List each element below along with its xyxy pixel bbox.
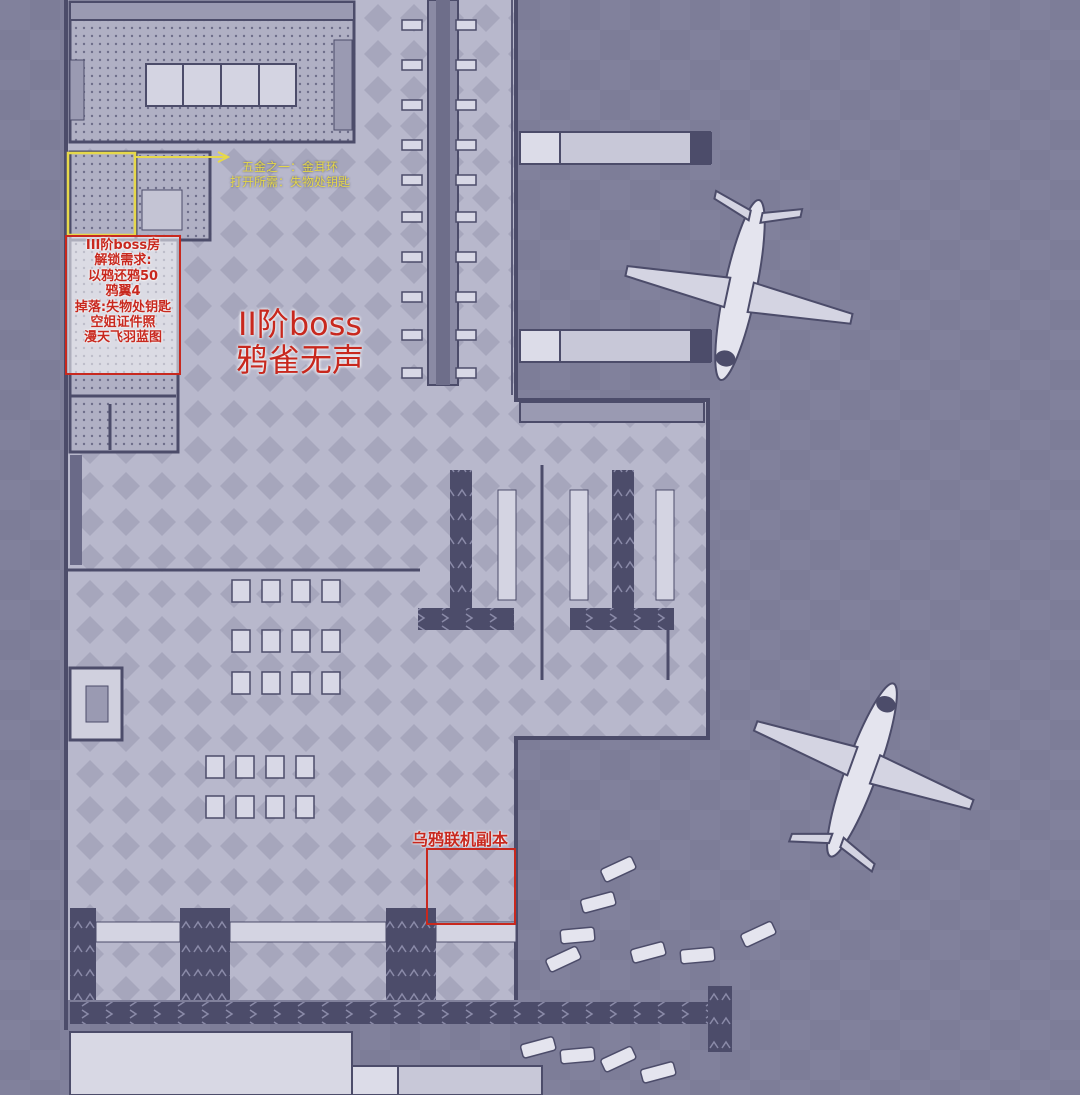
seat: [205, 755, 225, 779]
crow-coop-dungeon-label: 乌鸦联机副本: [412, 830, 509, 849]
luggage: [519, 1036, 557, 1059]
seat: [295, 795, 315, 819]
luggage: [629, 941, 667, 964]
seat: [261, 671, 281, 695]
seat: [401, 19, 423, 31]
boss3-line: 掉落:失物处钥匙: [74, 299, 172, 315]
seat: [455, 59, 477, 71]
luggage: [579, 891, 617, 914]
seat: [455, 367, 477, 379]
luggage: [559, 1046, 596, 1065]
seat: [455, 329, 477, 341]
seat: [401, 174, 423, 186]
boss2-line1: II阶boss: [237, 305, 363, 343]
seat: [455, 174, 477, 186]
luggage: [600, 1045, 637, 1073]
luggage: [545, 945, 582, 973]
seat: [231, 671, 251, 695]
luggage: [679, 946, 716, 965]
boss3-line: 以鸦还鸦50: [87, 268, 159, 284]
seat: [235, 795, 255, 819]
seat: [231, 629, 251, 653]
luggage: [639, 1061, 677, 1084]
seat: [321, 671, 341, 695]
seat: [231, 579, 251, 603]
yellow-note-line1: 五金之一：金耳环: [241, 160, 338, 174]
seat: [265, 795, 285, 819]
seat: [455, 139, 477, 151]
seat: [291, 671, 311, 695]
seat: [321, 579, 341, 603]
office-room: [68, 0, 356, 242]
seat: [455, 99, 477, 111]
seat: [401, 99, 423, 111]
seat: [455, 211, 477, 223]
seat: [261, 629, 281, 653]
seat: [401, 59, 423, 71]
boss3-line: 鸦翼4: [105, 284, 141, 300]
seat: [401, 291, 423, 303]
boss3-line: 漫天飞羽蓝图: [83, 330, 162, 346]
seat: [205, 795, 225, 819]
seat: [455, 251, 477, 263]
seat: [291, 629, 311, 653]
concourse: [427, 0, 459, 386]
seat: [401, 139, 423, 151]
seat: [265, 755, 285, 779]
seat: [401, 251, 423, 263]
seat: [401, 367, 423, 379]
seat: [295, 755, 315, 779]
airplane-icon: [624, 189, 854, 382]
seat: [401, 329, 423, 341]
luggage: [600, 855, 637, 883]
boss2-title: II阶boss 鸦雀无声: [210, 306, 390, 378]
seat: [455, 291, 477, 303]
golden-earring-note: 五金之一：金耳环 打开所需：失物处钥匙: [215, 160, 365, 190]
jet-bridge-icon: [351, 131, 712, 1095]
boss2-line2: 鸦雀无声: [235, 341, 364, 379]
seat: [455, 19, 477, 31]
seat: [321, 629, 341, 653]
check-in-counters: [69, 908, 732, 1095]
baggage-hall: [418, 401, 705, 680]
boss3-line: III阶boss房: [85, 238, 161, 253]
seat: [291, 579, 311, 603]
luggage: [559, 926, 596, 945]
crow-coop-dungeon-box: [426, 848, 516, 925]
seat: [261, 579, 281, 603]
airplane-icon: [752, 682, 975, 874]
boss3-line: 解锁需求:: [94, 253, 152, 269]
seat: [401, 211, 423, 223]
luggage: [740, 920, 777, 948]
luggage-pile-icon: [519, 855, 777, 1084]
boss3-line: 空姐证件照: [90, 315, 156, 331]
seat: [235, 755, 255, 779]
chair-row-icon: [401, 19, 477, 379]
yellow-note-line2: 打开所需：失物处钥匙: [229, 175, 350, 189]
waiting-area: [205, 579, 341, 819]
